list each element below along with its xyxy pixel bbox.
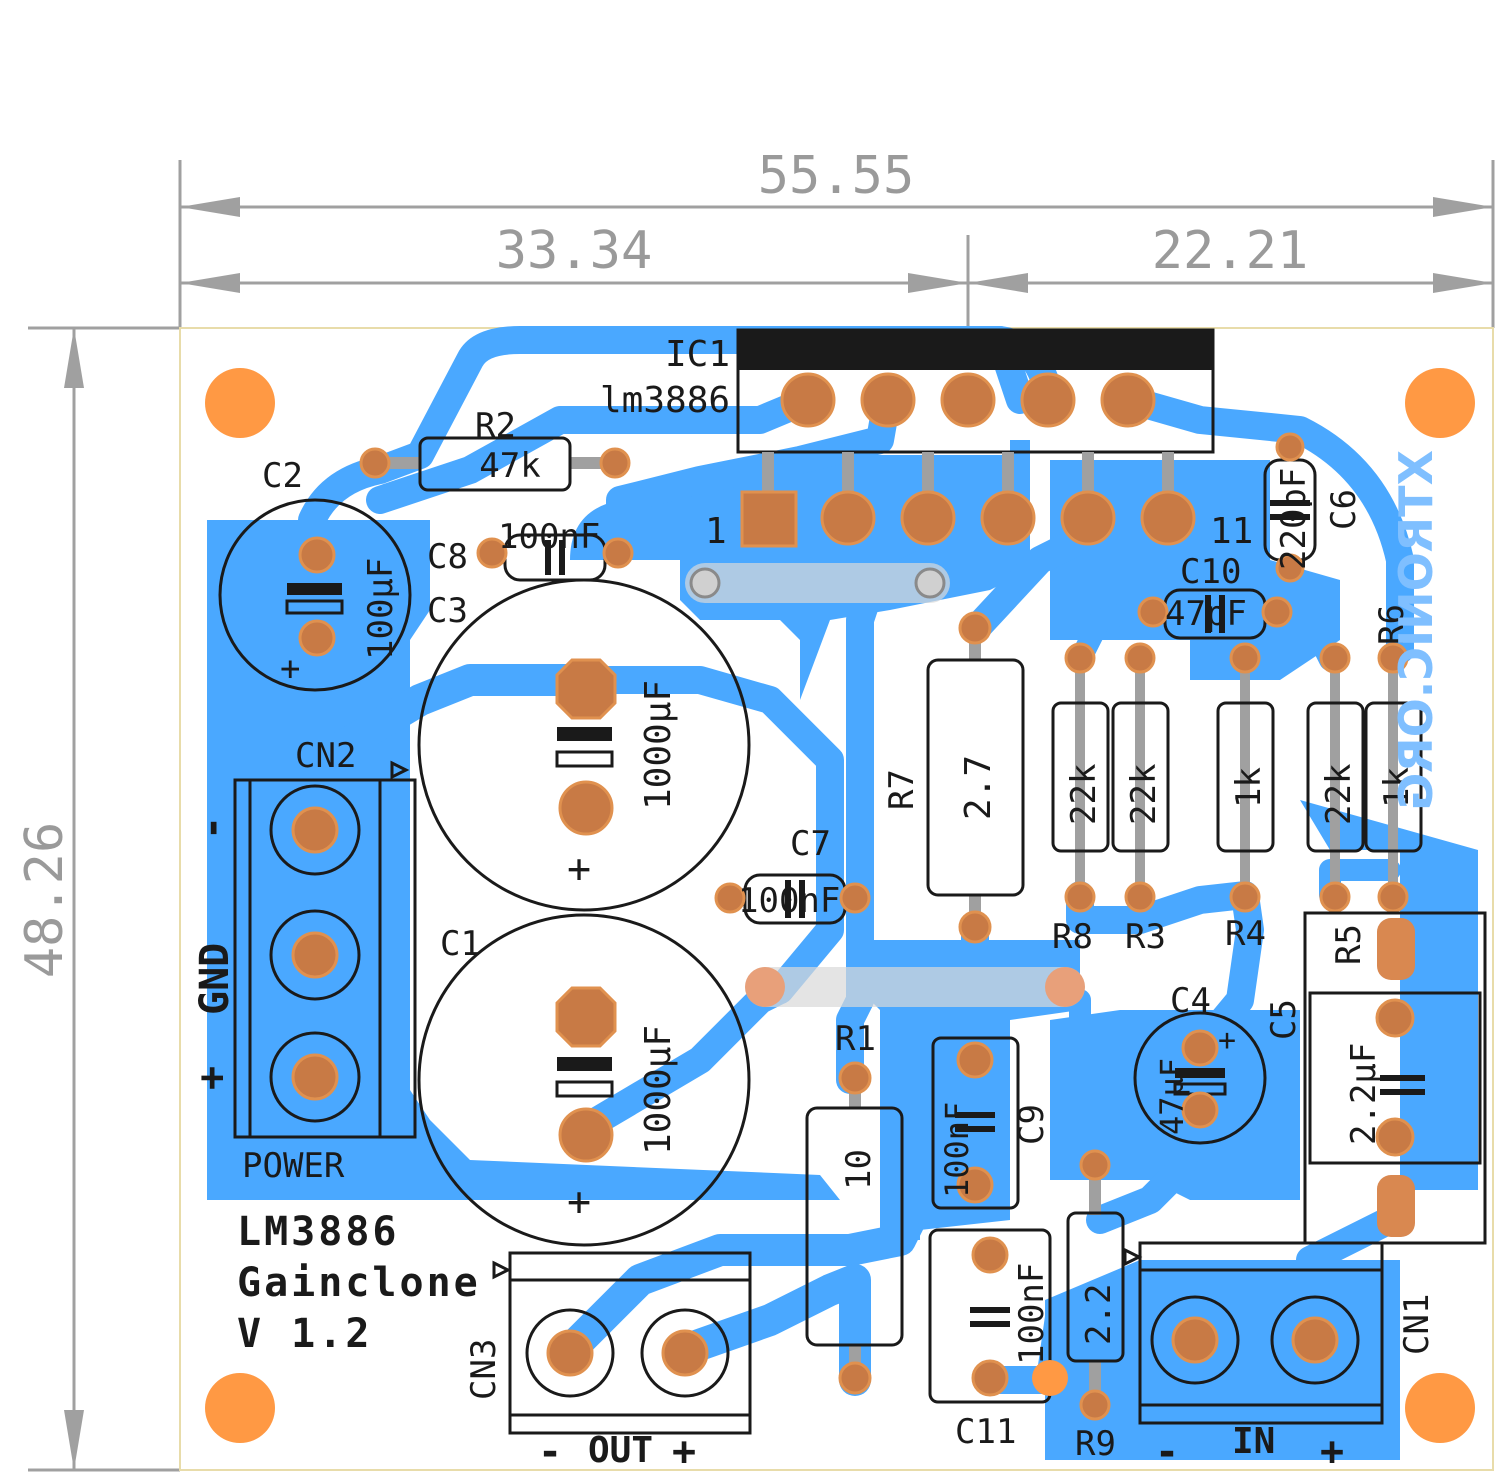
r6-ref: R6 (1372, 604, 1412, 645)
cn2-label: POWER (242, 1146, 345, 1186)
mounting-holes (205, 368, 1475, 1443)
c10-ref: C10 (1180, 552, 1241, 592)
dim-left-width: 33.34 (496, 221, 653, 281)
r7-footprint (926, 611, 1025, 944)
resistor-bank (1051, 642, 1423, 913)
ic1-pads (740, 372, 1196, 548)
c7-value: 100nF (738, 881, 840, 921)
r9-ref: R9 (1075, 1424, 1116, 1464)
c2-footprint (218, 498, 412, 692)
c3-footprint (417, 578, 751, 912)
c11-ref: C11 (955, 1412, 1016, 1452)
cn3-minus: - (538, 1429, 562, 1475)
c5-footprint (1303, 911, 1487, 1245)
cn1-ref: CN1 (1397, 1294, 1437, 1355)
c3-plus: + (567, 846, 591, 892)
c7-ref: C7 (790, 824, 831, 864)
cn2-minus: - (189, 816, 235, 840)
c4-plus: + (1218, 1023, 1236, 1058)
c8-value: 100nF (498, 517, 600, 557)
board-title-line1: LM3886 (237, 1209, 400, 1255)
c7-footprint (714, 873, 871, 925)
r1-value: 10 (839, 1149, 879, 1190)
c2-plus: + (280, 649, 300, 689)
ic1-pin-first: 1 (705, 511, 727, 552)
c6-ref: C6 (1324, 489, 1364, 530)
r2-value: 47k (479, 446, 540, 486)
c1-plus: + (567, 1179, 591, 1225)
r9-footprint (1066, 1149, 1125, 1421)
cn2-footprint (233, 760, 417, 1139)
r8-value: 22k (1064, 764, 1104, 825)
ic1-pin-last: 11 (1210, 511, 1253, 552)
xtronic-logo: XTRONIC.ORG (1389, 450, 1443, 811)
cn1-footprint (1123, 1241, 1384, 1425)
c2-ref: C2 (262, 456, 303, 496)
r2-footprint (359, 436, 631, 492)
c11-footprint (928, 1228, 1068, 1404)
c1-ref: C1 (440, 924, 481, 964)
r1-footprint (805, 1061, 904, 1395)
board-title-line2: Gainclone (237, 1260, 481, 1306)
c8-footprint (476, 533, 634, 582)
cn1-label: IN (1232, 1421, 1275, 1462)
dimension-lines (28, 160, 1495, 1472)
r6-value: 1k (1377, 767, 1417, 808)
jumper-wires (685, 563, 1085, 1007)
c9-value: 100nF (938, 1102, 976, 1198)
cn2-ref: CN2 (295, 736, 356, 776)
c6-footprint (1263, 432, 1317, 583)
r5-ref: R5 (1329, 924, 1369, 965)
c10-value: 47pF (1165, 594, 1247, 634)
c11-value: 100nF (1012, 1263, 1052, 1365)
c8-ref: C8 (427, 537, 468, 577)
cn1-plus: + (1320, 1429, 1344, 1475)
c4-footprint (1133, 1011, 1267, 1145)
ic1-value: lm3886 (600, 380, 730, 421)
ic1-footprint (736, 328, 1215, 510)
r7-ref: R7 (882, 769, 922, 810)
dim-total-width: 55.55 (758, 146, 915, 206)
r3-value: 22k (1124, 764, 1164, 825)
board-title-line3: V 1.2 (237, 1311, 372, 1357)
r1-ref: R1 (835, 1019, 876, 1059)
cn3-ref: CN3 (464, 1339, 504, 1400)
c9-ref: C9 (1012, 1104, 1052, 1145)
cn2-plus: + (189, 1066, 235, 1090)
c5-ref: C5 (1264, 999, 1304, 1040)
c3-value: 1000µF (638, 680, 679, 810)
c4-value: 47µF (1153, 1058, 1191, 1135)
c3-ref: C3 (427, 591, 468, 631)
c5-value: 2.2µF (1344, 1043, 1384, 1145)
c9-footprint (931, 1036, 1020, 1210)
c2-value: 100µF (361, 558, 401, 660)
c4-ref: C4 (1170, 981, 1211, 1021)
cn2-gnd: GND (192, 943, 238, 1015)
dim-height: 48.26 (15, 822, 75, 979)
cn3-plus: + (672, 1429, 696, 1475)
r4-value: 1k (1229, 767, 1269, 808)
cn3-footprint (492, 1251, 752, 1435)
r7-value: 2.7 (958, 755, 999, 820)
r8-ref: R8 (1052, 917, 1093, 957)
c1-footprint (417, 913, 751, 1247)
dim-right-width: 22.21 (1152, 221, 1309, 281)
r5-value: 22k (1319, 764, 1359, 825)
cn3-label: OUT (588, 1430, 653, 1471)
r4-ref: R4 (1225, 914, 1266, 954)
r3-ref: R3 (1125, 917, 1166, 957)
c1-value: 1000µF (638, 1025, 679, 1155)
c6-value: 220pF (1274, 468, 1314, 570)
r2-ref: R2 (475, 406, 516, 446)
cn1-minus: - (1155, 1429, 1179, 1475)
c10-footprint (1137, 588, 1293, 640)
ic1-ref: IC1 (665, 334, 730, 375)
r9-value: 2.2 (1079, 1284, 1119, 1345)
